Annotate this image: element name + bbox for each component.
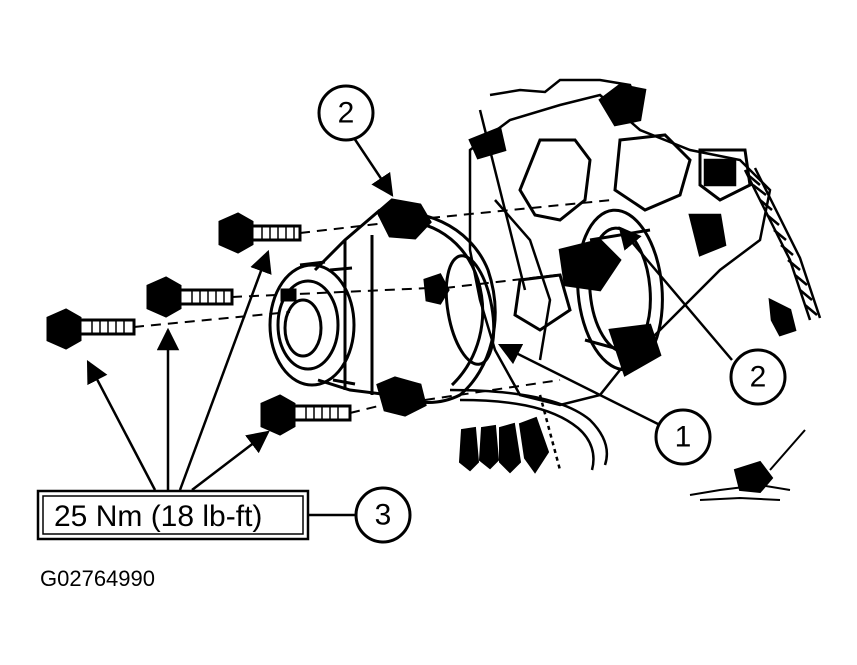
engine-block	[468, 78, 772, 407]
callout-1: 1	[654, 408, 712, 466]
callout-3-label: 3	[375, 499, 392, 532]
inset-detail	[689, 429, 806, 501]
callout-2-top: 2	[317, 84, 375, 142]
bolt-1	[218, 212, 302, 254]
bolt-3	[46, 308, 136, 350]
bolt-2	[146, 276, 234, 318]
wire-harness	[743, 167, 822, 337]
alignment-lines	[133, 199, 613, 414]
torque-spec-box: 25 Nm (18 lb-ft)	[36, 489, 310, 541]
figure-id: G02764990	[40, 566, 155, 591]
pulley-housing-right	[576, 208, 664, 372]
callout-1-label: 1	[675, 421, 692, 454]
callout-2-right-label: 2	[750, 361, 767, 394]
leader-lines	[86, 134, 733, 517]
motion-arrows	[458, 416, 550, 474]
water-pump-body	[268, 198, 497, 417]
callout-3: 3	[354, 486, 412, 544]
callout-2-right: 2	[729, 348, 787, 406]
callout-2-top-label: 2	[338, 97, 355, 130]
lower-engine	[449, 388, 609, 471]
bolt-4	[260, 394, 352, 436]
torque-spec-text: 25 Nm (18 lb-ft)	[54, 500, 262, 533]
